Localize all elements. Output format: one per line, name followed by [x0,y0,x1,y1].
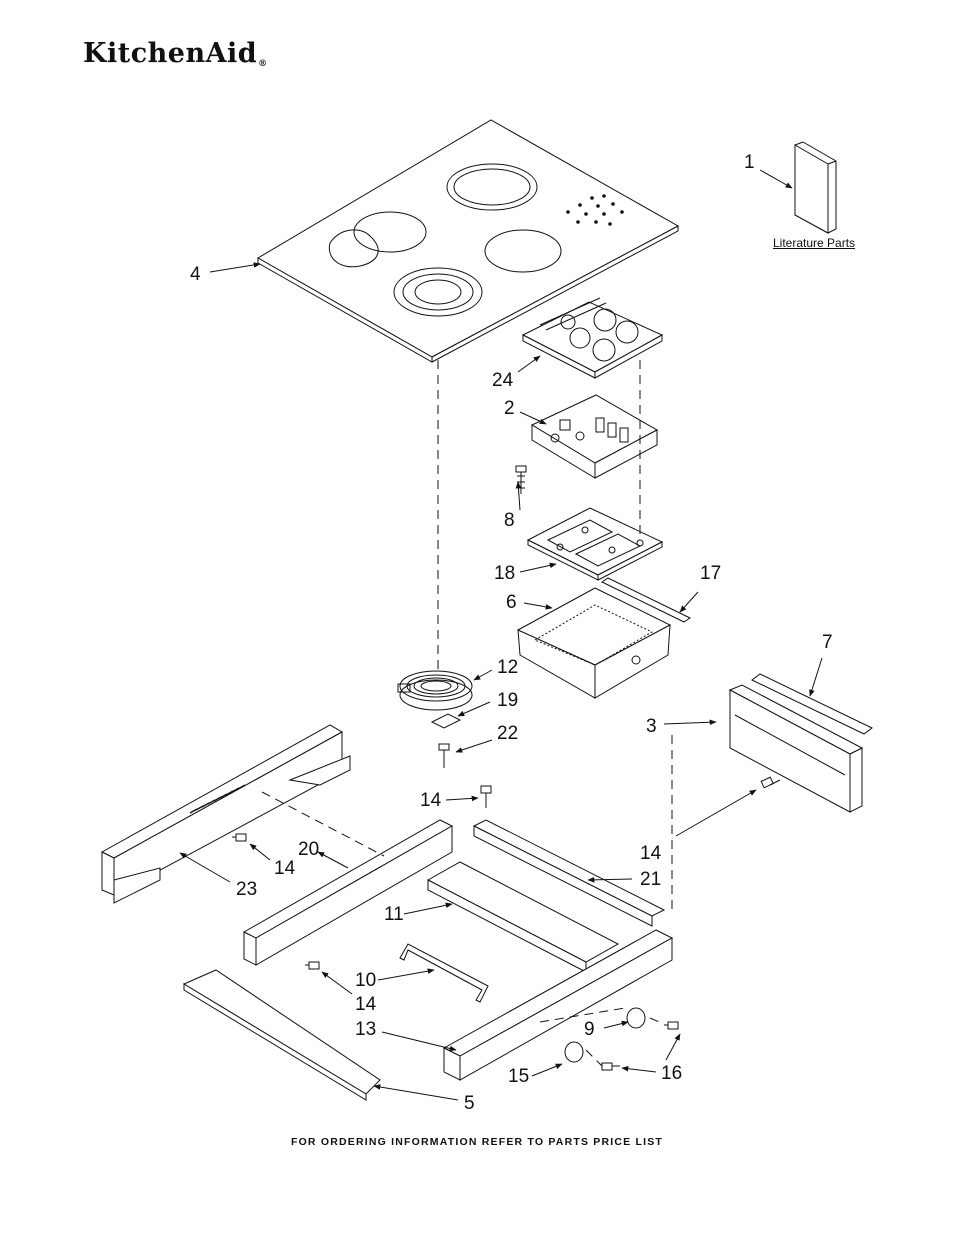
front-trim [182,969,381,1101]
leveling-knob-15 [564,1041,584,1063]
callout-2: 2 [504,398,515,419]
callout-4: 4 [190,264,201,285]
support-rail-left [242,819,454,966]
callout-1: 1 [744,152,755,173]
callout-19: 19 [497,690,519,711]
callout-6: 6 [506,592,517,613]
callout-14-lower: 14 [355,994,377,1015]
center-screw [480,785,492,808]
callout-24: 24 [492,370,514,391]
callout-12: 12 [497,657,519,678]
callout-18: 18 [494,563,516,584]
lower-left-screw [305,961,320,970]
callout-20: 20 [298,839,320,860]
cooktop-glass-top [257,119,680,363]
kitchenaid-logo: KitchenAid® [83,38,268,69]
callout-21: 21 [640,869,662,890]
callout-13: 13 [355,1019,377,1040]
support-rail-right [472,819,666,927]
callout-15: 15 [508,1066,530,1087]
callout-16: 16 [661,1063,683,1084]
callout-10: 10 [355,970,377,991]
callout-14-right: 14 [640,843,662,864]
element-clip [430,713,462,729]
callout-17: 17 [700,563,722,584]
bracket-plate [526,507,664,581]
touch-control-board [521,297,664,379]
callout-arrows [179,169,823,1101]
callout-9: 9 [584,1019,595,1040]
element-screw [438,743,450,768]
pull-handle [399,943,489,1003]
leveling-knob-9 [626,1007,646,1029]
top-trim-strip [751,673,873,735]
left-bracket-screw [232,833,247,842]
callout-22: 22 [497,723,519,744]
right-lower-screw [664,1021,679,1030]
callout-14-left: 14 [274,858,296,879]
right-side-bracket [728,684,864,813]
callout-3: 3 [646,716,657,737]
left-vented-bracket [100,724,351,904]
gasket-strip [600,577,692,623]
right-bracket-screw [760,776,781,789]
literature-booklet [794,141,837,234]
radiant-element [397,670,473,711]
ordering-footer: FOR ORDERING INFORMATION REFER TO PARTS … [290,1136,664,1148]
brand-name: KitchenAid [83,38,258,69]
burner-box [516,587,672,699]
callout-8: 8 [504,510,515,531]
callout-5: 5 [464,1093,475,1114]
alignment-lines [261,360,673,1067]
control-box [530,394,659,479]
frame-rail [442,929,674,1081]
literature-parts-caption: Literature Parts [773,236,856,250]
callout-11: 11 [384,904,404,925]
leveling-screw-16 [601,1062,620,1071]
callout-7: 7 [822,632,833,653]
registered-mark: ® [258,59,268,69]
callout-14-top: 14 [420,790,442,811]
callout-23: 23 [236,879,258,900]
mounting-screw [515,465,527,494]
